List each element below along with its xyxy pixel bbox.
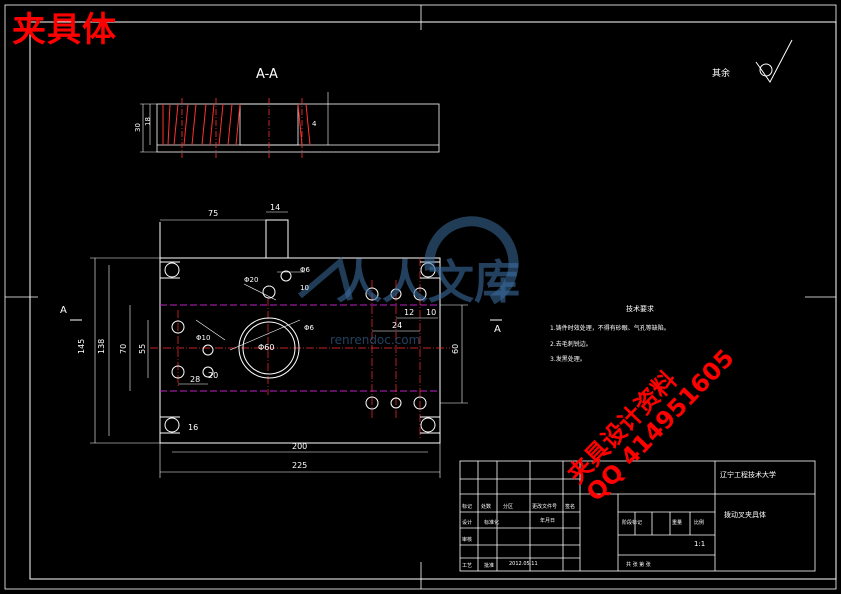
title-row-approve: 批准 <box>484 562 494 569</box>
dim-14: 14 <box>270 203 280 212</box>
dim-phi6-a: Φ6 <box>304 324 315 332</box>
dim-70: 70 <box>119 344 128 354</box>
dim-30: 30 <box>134 123 142 132</box>
section-hatching <box>162 103 311 146</box>
title-row-design: 设计 <box>462 519 472 526</box>
watermark-logo-url: renrendoc.com <box>330 333 420 347</box>
tech-req-title: 技术要求 <box>626 304 654 313</box>
dim-28: 28 <box>190 375 200 384</box>
roughness-label: 其余 <box>712 67 730 79</box>
watermark-logo-text: 人人文库 <box>336 255 520 309</box>
dim-75: 75 <box>208 209 218 218</box>
tech-req-item-1: 1.铸件时效处理，不得有砂眼、气孔等缺陷。 <box>550 324 670 332</box>
section-centerlines <box>181 98 303 158</box>
title-row-zone: 分区 <box>503 503 513 510</box>
tech-req-item-3: 3.发黑处理。 <box>550 355 586 363</box>
section-view-a-a <box>156 103 440 153</box>
title-date: 2012.05.11 <box>509 561 538 567</box>
dim-16: 16 <box>188 423 198 432</box>
title-part-name: 拨动叉夹具体 <box>724 510 766 519</box>
dim-145: 145 <box>77 339 86 354</box>
dim-phi10: Φ10 <box>196 334 210 342</box>
title-block <box>459 460 816 572</box>
title-col-scale: 比例 <box>694 519 704 526</box>
section-title: A-A <box>256 67 278 82</box>
section-marker-right: A <box>494 324 501 335</box>
dim-225: 225 <box>292 461 307 470</box>
dim-phi6-b: Φ6 <box>300 266 311 274</box>
sheet-inner-border <box>29 21 837 580</box>
dim-138: 138 <box>97 339 106 354</box>
section-marker-left: A <box>60 305 67 316</box>
dim-24: 24 <box>392 321 402 330</box>
dim-phi20: Φ20 <box>244 276 258 284</box>
dim-200: 200 <box>292 442 307 451</box>
watermark-title: 夹具体 <box>12 10 117 50</box>
title-row-process: 工艺 <box>462 563 472 569</box>
title-row-date: 年月日 <box>540 517 555 524</box>
title-school: 辽宁工程技术大学 <box>720 470 776 479</box>
title-col-stage: 阶段标记 <box>622 519 642 526</box>
plan-view-outline <box>159 219 441 444</box>
dim-phi60: Φ60 <box>258 343 274 352</box>
dim-4: 4 <box>312 120 317 128</box>
dim-10: 10 <box>426 308 436 317</box>
plan-view-phantom-lines <box>160 304 440 392</box>
title-sheet: 共 张 第 张 <box>626 561 651 568</box>
title-row-check: 审核 <box>462 536 472 543</box>
title-row-change-doc: 更改文件号 <box>532 503 557 510</box>
title-col-weight: 重量 <box>672 519 682 526</box>
title-row-count: 处数 <box>481 503 491 510</box>
dim-12: 12 <box>404 308 414 317</box>
title-row-standard: 标准化 <box>484 519 499 526</box>
centering-marks <box>5 5 836 589</box>
roughness-symbol <box>755 39 793 83</box>
title-row-mark: 标记 <box>462 503 472 510</box>
dim-55: 55 <box>138 344 147 354</box>
dim-10b: 10 <box>300 284 309 292</box>
title-row-sign: 签名 <box>565 503 575 510</box>
watermark-logo <box>298 216 519 305</box>
section-dimensions <box>140 92 329 153</box>
dim-20: 20 <box>208 371 218 380</box>
tech-req-item-2: 2.去毛刺锐边。 <box>550 340 592 348</box>
title-scale: 1:1 <box>694 540 705 548</box>
dim-60: 60 <box>451 344 460 354</box>
dim-18: 18 <box>144 117 152 126</box>
plan-view-holes <box>160 261 440 434</box>
plan-view-dimensions <box>90 211 468 478</box>
